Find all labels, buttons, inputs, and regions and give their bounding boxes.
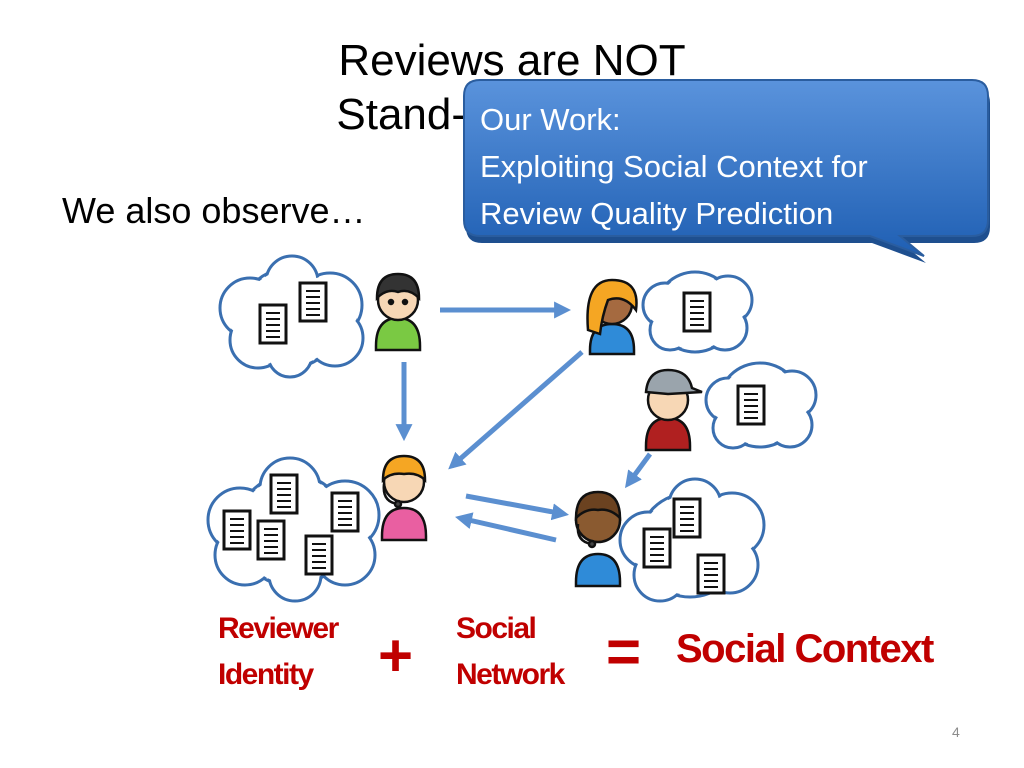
callout-text: Our Work: Exploiting Social Context for … [480,96,980,237]
person-icon-bottom-left [380,454,428,542]
reviewer-identity-label: Reviewer Identity [218,612,339,691]
social-network-label: Social Network [456,612,565,691]
person-icon-bottom-right [574,490,622,588]
title-line-1: Reviews are NOT [338,36,686,85]
callout-heading: Our Work: [480,102,621,137]
subheading: We also observe… [62,190,366,231]
person-icon-middle-right [644,368,703,452]
callout-bubble [463,79,990,263]
callout-line-2: Review Quality Prediction [480,196,834,231]
page-number: 4 [952,724,960,740]
social-context-label: Social Context [676,627,934,671]
plus-sign: + [378,622,414,689]
person-icon-top-left [374,272,422,352]
network-arrows [395,301,653,543]
equals-sign: = [606,618,642,685]
person-icon-top-right [586,278,638,356]
callout-line-1: Exploiting Social Context for [480,149,868,184]
